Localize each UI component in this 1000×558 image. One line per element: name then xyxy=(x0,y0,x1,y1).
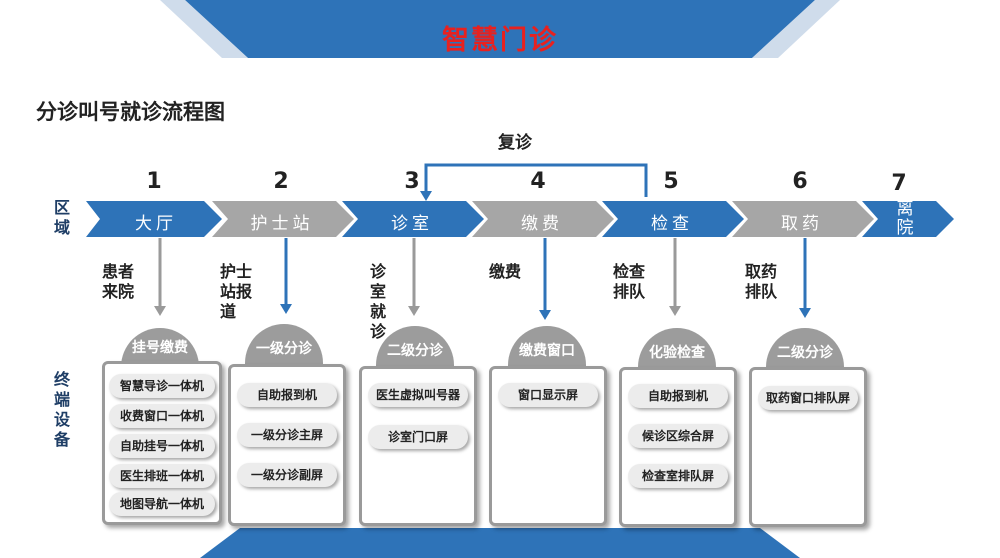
step-label-5: 检查排队 xyxy=(613,262,646,301)
card-header-6: 二级分诊 xyxy=(766,328,844,374)
device-item: 医生排班一体机 xyxy=(109,464,215,488)
stage-number-5: 5 xyxy=(663,169,679,194)
bottom-banner xyxy=(200,528,800,558)
chevron-6 xyxy=(732,201,874,237)
stage-label-7: 离院 xyxy=(896,199,914,238)
device-item: 自助报到机 xyxy=(628,384,728,408)
step-label-3: 诊室就诊 xyxy=(370,262,387,341)
stage-label-4: 缴费 xyxy=(521,214,563,234)
stage-label-1: 大厅 xyxy=(135,214,177,234)
stage-number-7: 7 xyxy=(891,171,907,196)
stage-label-3: 诊室 xyxy=(391,214,433,234)
device-item: 一级分诊副屏 xyxy=(237,463,337,487)
device-card-1: 智慧导诊一体机 收费窗口一体机 自助挂号一体机 医生排班一体机 地图导航一体机 xyxy=(102,361,222,525)
flowchart-title: 分诊叫号就诊流程图 xyxy=(36,100,225,124)
chevron-1 xyxy=(86,201,222,237)
stage-number-4: 4 xyxy=(530,169,546,194)
revisit-label: 复诊 xyxy=(498,133,532,153)
top-banner xyxy=(160,0,840,58)
row-label-area: 区域 xyxy=(53,198,70,237)
device-card-4: 窗口显示屏 xyxy=(489,366,607,526)
step-arrows xyxy=(154,238,811,320)
arrow-3 xyxy=(408,238,420,316)
step-label-1: 患者来院 xyxy=(102,262,135,301)
page-title: 智慧门诊 xyxy=(442,25,558,56)
stage-number-6: 6 xyxy=(792,169,808,194)
stage-label-2: 护士站 xyxy=(250,214,314,234)
device-item: 医生虚拟叫号器 xyxy=(368,383,468,407)
chevron-3 xyxy=(342,201,484,237)
step-label-6: 取药排队 xyxy=(745,262,778,301)
stage-chevron-bar xyxy=(86,201,954,237)
card-header-3: 二级分诊 xyxy=(376,326,454,372)
arrow-4 xyxy=(539,238,551,320)
arrow-1 xyxy=(154,238,166,316)
card-header-5: 化验检查 xyxy=(638,328,716,374)
chevron-5 xyxy=(602,201,744,237)
chevron-7 xyxy=(862,201,954,237)
device-item: 智慧导诊一体机 xyxy=(109,374,215,398)
device-item: 收费窗口一体机 xyxy=(109,404,215,428)
revisit-loop-arrow xyxy=(420,163,648,201)
card-header-4: 缴费窗口 xyxy=(508,326,586,372)
device-item: 窗口显示屏 xyxy=(498,383,598,407)
device-item: 取药窗口排队屏 xyxy=(758,386,858,410)
device-item: 地图导航一体机 xyxy=(109,492,215,516)
device-item: 诊室门口屏 xyxy=(368,425,468,449)
step-label-2: 护士站报道 xyxy=(220,262,253,321)
stage-number-1: 1 xyxy=(146,169,162,194)
chevron-4 xyxy=(472,201,614,237)
device-card-2: 自助报到机 一级分诊主屏 一级分诊副屏 xyxy=(228,364,346,526)
device-item: 自助挂号一体机 xyxy=(109,434,215,458)
stage-number-3: 3 xyxy=(404,169,420,194)
step-label-4: 缴费 xyxy=(489,262,522,281)
arrow-5 xyxy=(669,238,681,316)
device-item: 候诊区综合屏 xyxy=(628,424,728,448)
device-card-6: 取药窗口排队屏 xyxy=(749,367,867,527)
device-card-5: 自助报到机 候诊区综合屏 检查室排队屏 xyxy=(619,367,737,527)
device-card-3: 医生虚拟叫号器 诊室门口屏 xyxy=(359,366,477,526)
stage-label-6: 取药 xyxy=(781,214,823,234)
device-item: 检查室排队屏 xyxy=(628,464,728,488)
row-label-terminal: 终端设备 xyxy=(53,370,70,449)
card-header-2: 一级分诊 xyxy=(245,324,323,370)
stage-number-2: 2 xyxy=(273,169,289,194)
device-item: 一级分诊主屏 xyxy=(237,423,337,447)
arrow-2 xyxy=(280,238,292,314)
chevron-2 xyxy=(212,201,354,237)
device-item: 自助报到机 xyxy=(237,383,337,407)
stage-label-5: 检查 xyxy=(651,214,693,234)
arrow-6 xyxy=(799,238,811,318)
